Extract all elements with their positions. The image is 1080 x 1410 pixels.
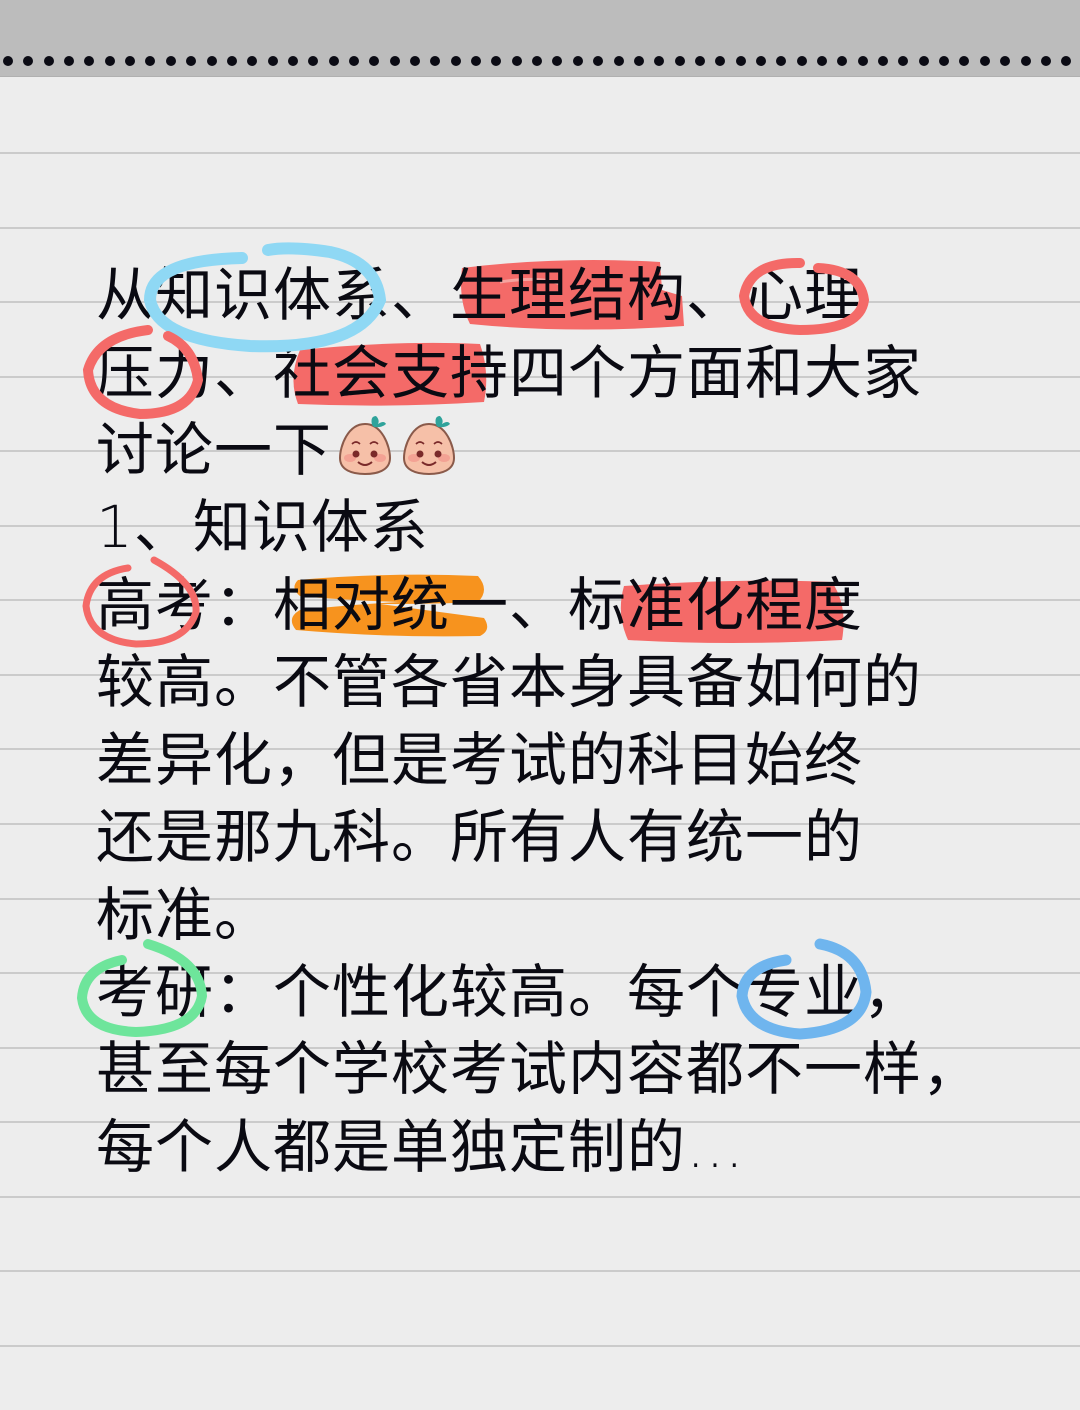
notebook-binding [0,0,1080,77]
binding-hole [389,56,400,66]
binding-hole [1020,56,1031,66]
ruled-line [0,599,1080,602]
note-line: 高考：相对统一、标准化程度 [96,566,863,644]
binding-hole [979,56,990,66]
binding-hole [165,56,176,66]
binding-hole [776,56,787,66]
ruled-line [0,152,1080,154]
line-text: 从知识体系、生理结构、心理 [96,261,864,329]
binding-hole [450,56,461,66]
ruled-line [0,673,1080,676]
binding-hole [939,56,950,66]
note-line: 考研：个性化较高。每个专业， [96,953,922,1031]
binding-hole [633,56,644,66]
line-text: 标准。 [96,881,274,949]
binding-hole [918,56,929,66]
binding-hole [369,56,380,66]
binding-hole [287,56,298,66]
binding-hole [837,56,848,66]
binding-hole [410,56,420,66]
ruled-line [0,897,1080,900]
note-line: 较高。不管各省本身具备如何的 [96,643,922,721]
ruled-line [0,524,1080,527]
line-text: 1、知识体系 [96,493,429,561]
binding-hole [267,56,278,66]
note-line: 1、知识体系 [96,488,429,566]
binding-hole [471,56,482,66]
note-line: 标准。 [96,876,273,954]
binding-hole [125,56,136,66]
ruled-line [0,1046,1080,1049]
binding-hole [817,56,827,66]
line-text: 较高。不管各省本身具备如何的 [96,648,923,716]
line-text: 高考：相对统一、标准化程度 [96,571,864,639]
binding-hole [878,56,889,66]
binding-hole [186,56,197,66]
binding-hole [348,56,359,66]
note-line: 甚至每个学校考试内容都不一样， [96,1030,981,1108]
binding-hole [959,56,970,66]
ruled-line [0,375,1080,378]
ruled-line [0,1195,1080,1198]
line-text: 讨论一下 [96,416,333,484]
binding-hole [511,56,522,66]
line-text: 甚至每个学校考试内容都不一样， [96,1035,982,1103]
binding-hole [613,56,624,66]
binding-hole [593,56,604,66]
binding-hole [64,56,75,66]
ruled-line [0,823,1080,826]
note-line: 讨论一下 [96,411,460,489]
binding-hole [857,56,868,66]
binding-hole [226,56,237,66]
ruled-line [0,226,1080,229]
note-line: 从知识体系、生理结构、心理 [96,256,863,334]
binding-hole [84,56,95,66]
binding-hole [43,56,54,66]
ruled-line [0,1270,1080,1273]
binding-hole [654,56,665,66]
smiling-peach-emoji [339,416,392,476]
binding-hole [145,56,156,66]
binding-hole [898,56,909,66]
line-text: 考研：个性化较高。每个专业， [96,958,923,1026]
binding-hole [308,56,319,66]
ruled-line [0,972,1080,975]
binding-hole [694,56,705,66]
binding-hole [674,56,685,66]
note-line: 差异化，但是考试的科目始终 [96,721,863,799]
line-text: 差异化，但是考试的科目始终 [96,726,864,794]
binding-hole [796,56,807,66]
binding-hole [1061,56,1072,66]
binding-hole [1040,56,1051,66]
note-line: 压力、社会支持四个方面和大家 [96,334,922,412]
binding-hole [491,56,502,66]
binding-hole [104,56,115,66]
binding-hole [206,56,217,66]
note-line: 还是那九科。所有人有统一的 [96,798,863,876]
ruled-line [0,748,1080,751]
binding-hole [755,56,766,66]
ruled-line [0,450,1080,453]
binding-hole [328,56,339,66]
binding-hole [532,56,543,66]
binding-hole [1000,56,1011,66]
binding-hole [715,56,726,66]
ruled-line [0,1344,1080,1347]
binding-hole [735,56,746,66]
binding-hole [23,56,34,66]
binding-hole [572,56,583,66]
binding-hole [552,56,563,66]
binding-hole [430,56,441,66]
binding-hole [247,56,258,66]
smiling-peach-emoji [403,416,456,476]
note-line: 每个人都是单独定制的… [96,1108,745,1186]
line-text: 还是那九科。所有人有统一的 [96,803,864,871]
line-text: 每个人都是单独定制的… [96,1113,746,1181]
line-text: 压力、社会支持四个方面和大家 [96,339,923,407]
binding-hole [3,56,13,66]
ruled-line [0,1121,1080,1124]
